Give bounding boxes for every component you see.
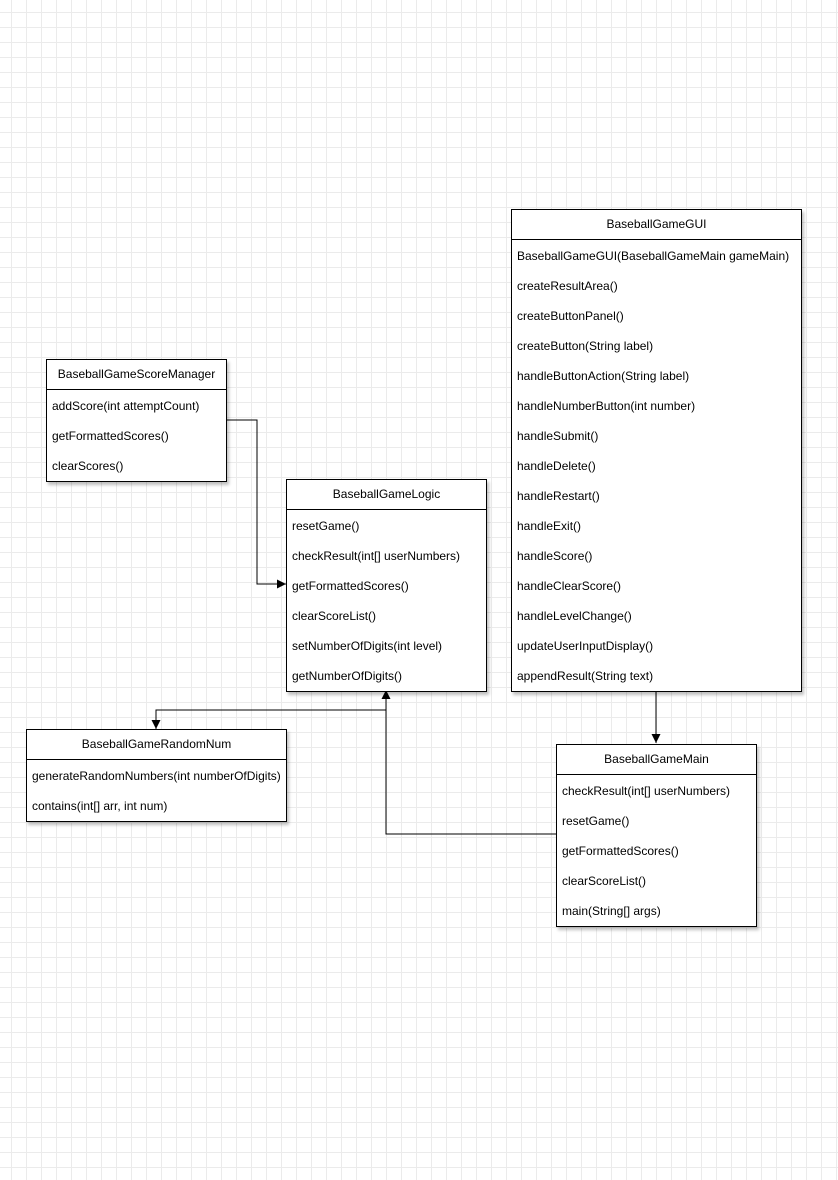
class-baseball-game-random-num[interactable]: BaseballGameRandomNum generateRandomNumb…	[26, 729, 287, 822]
connector-logic-to-randomnum	[151, 709, 386, 729]
method-item: updateUserInputDisplay()	[517, 639, 654, 653]
method-item: contains(int[] arr, int num)	[32, 799, 168, 813]
method-item: handleButtonAction(String label)	[517, 369, 690, 383]
method-item: createButton(String label)	[517, 339, 654, 353]
class-baseball-game-main[interactable]: BaseballGameMain checkResult(int[] userN…	[556, 744, 757, 927]
class-name: BaseballGameScoreManager	[47, 360, 226, 390]
method-item: handleScore()	[517, 549, 593, 563]
method-item: getFormattedScores()	[292, 579, 409, 593]
method-item: main(String[] args)	[562, 904, 661, 918]
class-baseball-game-score-manager[interactable]: BaseballGameScoreManager addScore(int at…	[46, 359, 227, 482]
class-name: BaseballGameLogic	[287, 480, 486, 510]
method-item: handleLevelChange()	[517, 609, 632, 623]
class-name: BaseballGameGUI	[512, 210, 801, 240]
method-item: addScore(int attemptCount)	[52, 399, 200, 413]
method-item: getFormattedScores()	[52, 429, 169, 443]
method-item: getNumberOfDigits()	[292, 669, 403, 683]
method-item: handleNumberButton(int number)	[517, 399, 696, 413]
method-item: clearScoreList()	[562, 874, 647, 888]
method-item: resetGame()	[562, 814, 630, 828]
connector-main-to-logic	[381, 690, 556, 835]
method-item: handleClearScore()	[517, 579, 622, 593]
class-name: BaseballGameRandomNum	[27, 730, 286, 760]
method-item: clearScoreList()	[292, 609, 377, 623]
method-item: createResultArea()	[517, 279, 618, 293]
method-item: generateRandomNumbers(int numberOfDigits…	[32, 769, 281, 783]
method-item: handleExit()	[517, 519, 582, 533]
method-item: checkResult(int[] userNumbers)	[292, 549, 461, 563]
class-name: BaseballGameMain	[557, 745, 756, 775]
method-item: handleRestart()	[517, 489, 600, 503]
method-item: checkResult(int[] userNumbers)	[562, 784, 731, 798]
class-baseball-game-logic[interactable]: BaseballGameLogic resetGame() checkResul…	[286, 479, 487, 692]
method-item: handleDelete()	[517, 459, 596, 473]
connector-scoremanager-to-logic	[227, 419, 286, 589]
method-item: resetGame()	[292, 519, 360, 533]
method-item: handleSubmit()	[517, 429, 599, 443]
method-item: getFormattedScores()	[562, 844, 679, 858]
method-item: setNumberOfDigits(int level)	[292, 639, 443, 653]
method-item: appendResult(String text)	[517, 669, 654, 683]
class-baseball-game-gui[interactable]: BaseballGameGUI BaseballGameGUI(Baseball…	[511, 209, 802, 692]
method-item: createButtonPanel()	[517, 309, 624, 323]
method-item: BaseballGameGUI(BaseballGameMain gameMai…	[517, 249, 790, 263]
method-item: clearScores()	[52, 459, 124, 473]
